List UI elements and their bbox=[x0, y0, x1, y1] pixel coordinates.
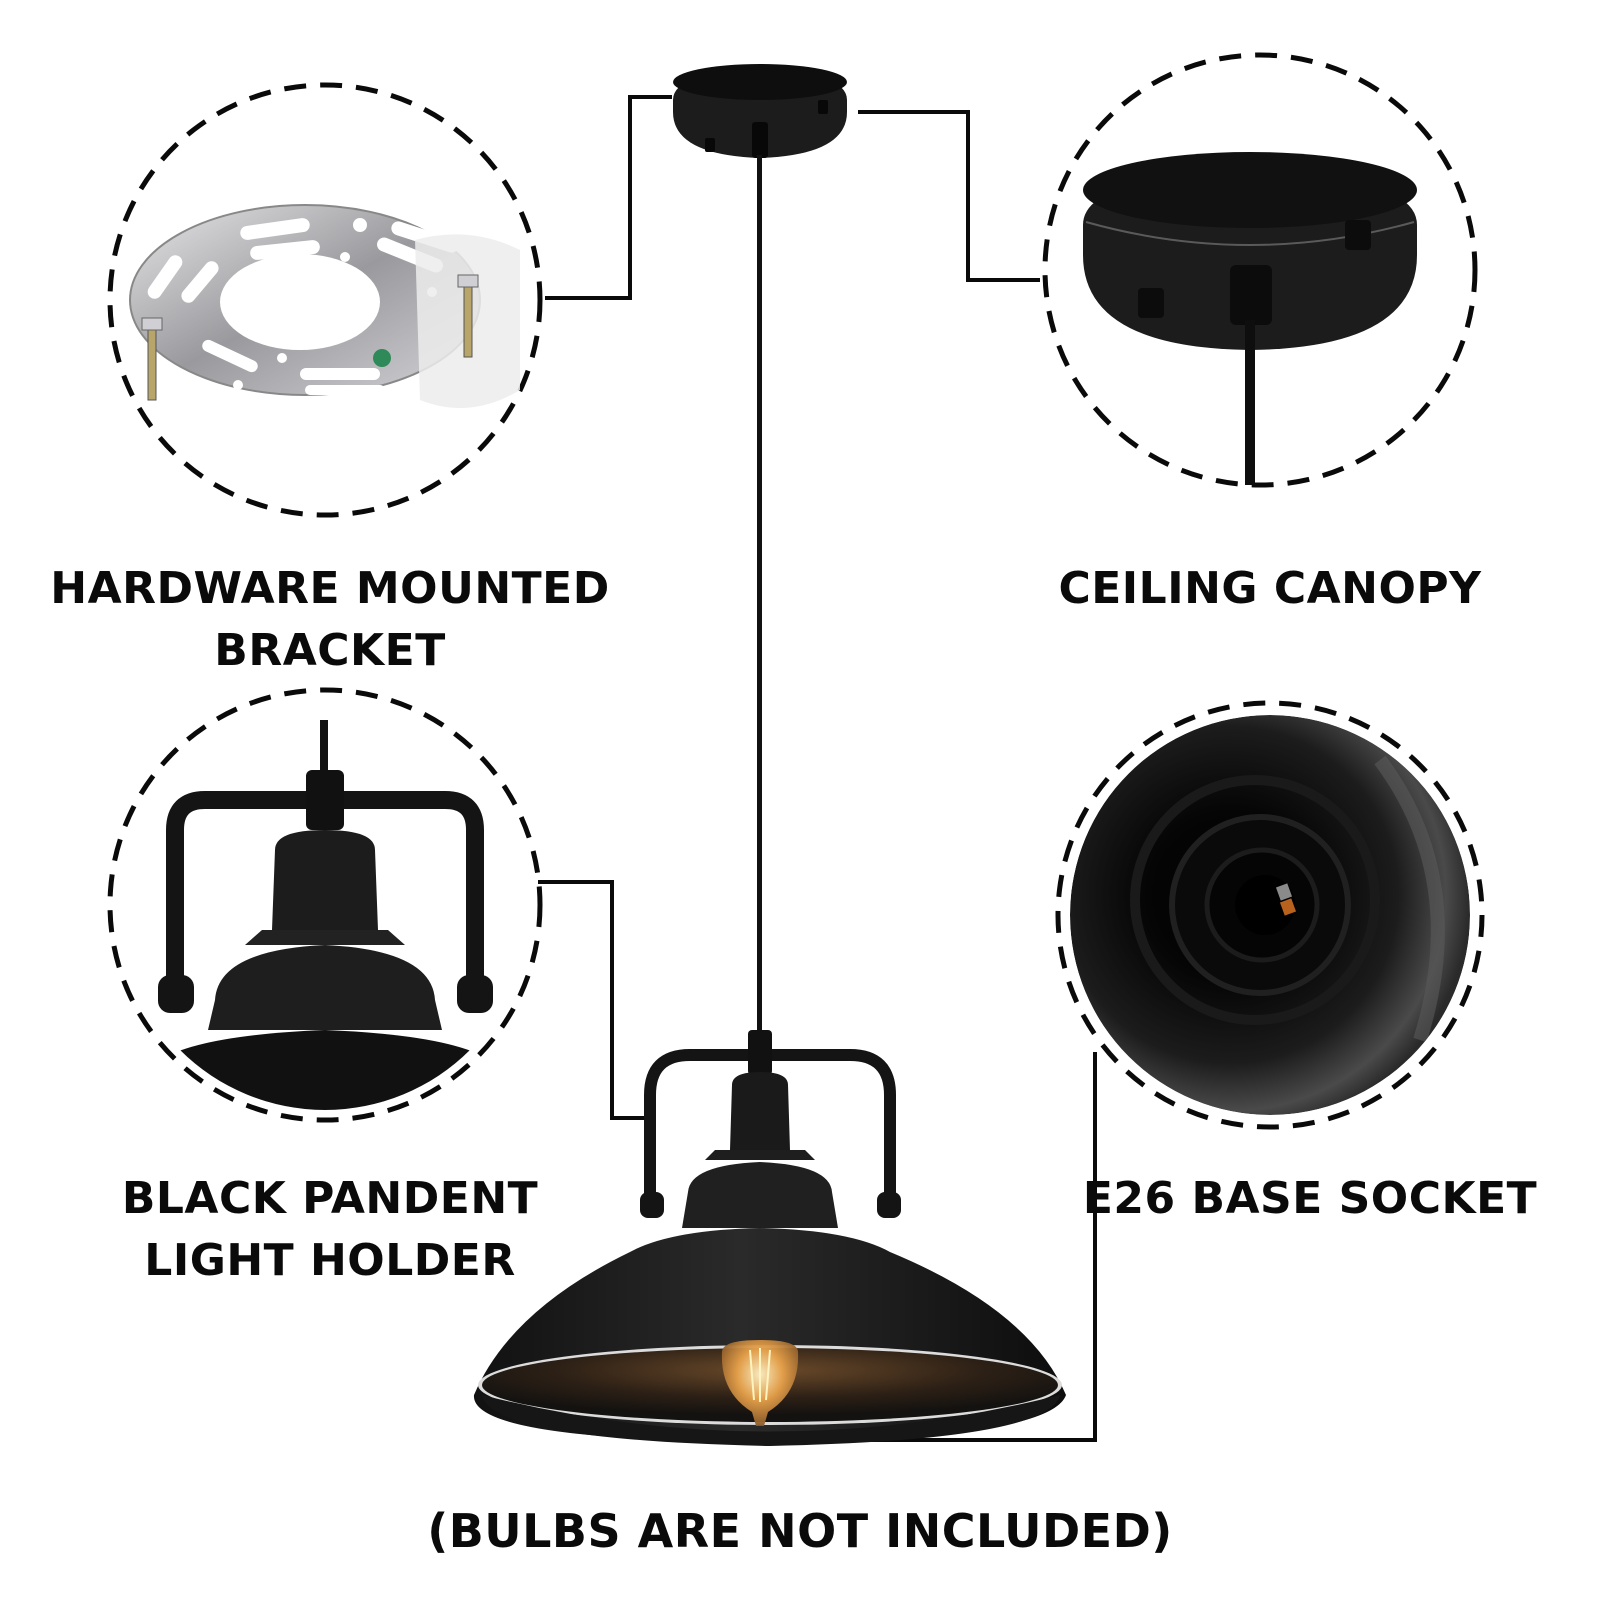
footer-note-text: (BULBS ARE NOT INCLUDED) bbox=[427, 1504, 1173, 1558]
e26-socket-icon bbox=[1070, 715, 1470, 1115]
ceiling-canopy-icon bbox=[1083, 152, 1417, 485]
callout-circle-socket bbox=[1055, 700, 1485, 1130]
main-pendant-canopy bbox=[673, 64, 847, 1035]
connector-bracket bbox=[545, 95, 672, 300]
connector-lines bbox=[538, 95, 1097, 1442]
label-holder-line1: BLACK PANDENT bbox=[121, 1173, 539, 1224]
label-socket-line1: E26 BASE SOCKET bbox=[1082, 1173, 1538, 1224]
label-black-pendant-light-holder: BLACK PANDENT LIGHT HOLDER bbox=[80, 1168, 580, 1292]
label-bracket-line2: BRACKET bbox=[214, 625, 446, 676]
connector-canopy bbox=[858, 110, 1040, 282]
callout-circle-bracket bbox=[107, 82, 543, 518]
label-e26-base-socket: E26 BASE SOCKET bbox=[1080, 1168, 1540, 1230]
connector-socket bbox=[866, 1052, 1097, 1442]
label-ceiling-canopy: CEILING CANOPY bbox=[1000, 558, 1540, 620]
callout-circle-holder bbox=[107, 687, 543, 1123]
connector-holder bbox=[538, 880, 645, 1120]
pendant-holder-icon bbox=[120, 720, 530, 1110]
footer-note: (BULBS ARE NOT INCLUDED) bbox=[300, 1500, 1300, 1562]
pendant-lamp bbox=[473, 1030, 1066, 1446]
mounting-bracket-icon bbox=[129, 204, 520, 408]
label-hardware-mounted-bracket: HARDWARE MOUNTED BRACKET bbox=[40, 558, 620, 682]
label-bracket-line1: HARDWARE MOUNTED bbox=[50, 563, 610, 614]
label-canopy-line1: CEILING CANOPY bbox=[1058, 563, 1482, 614]
callout-circle-canopy bbox=[1042, 52, 1478, 488]
label-holder-line2: LIGHT HOLDER bbox=[144, 1235, 516, 1286]
